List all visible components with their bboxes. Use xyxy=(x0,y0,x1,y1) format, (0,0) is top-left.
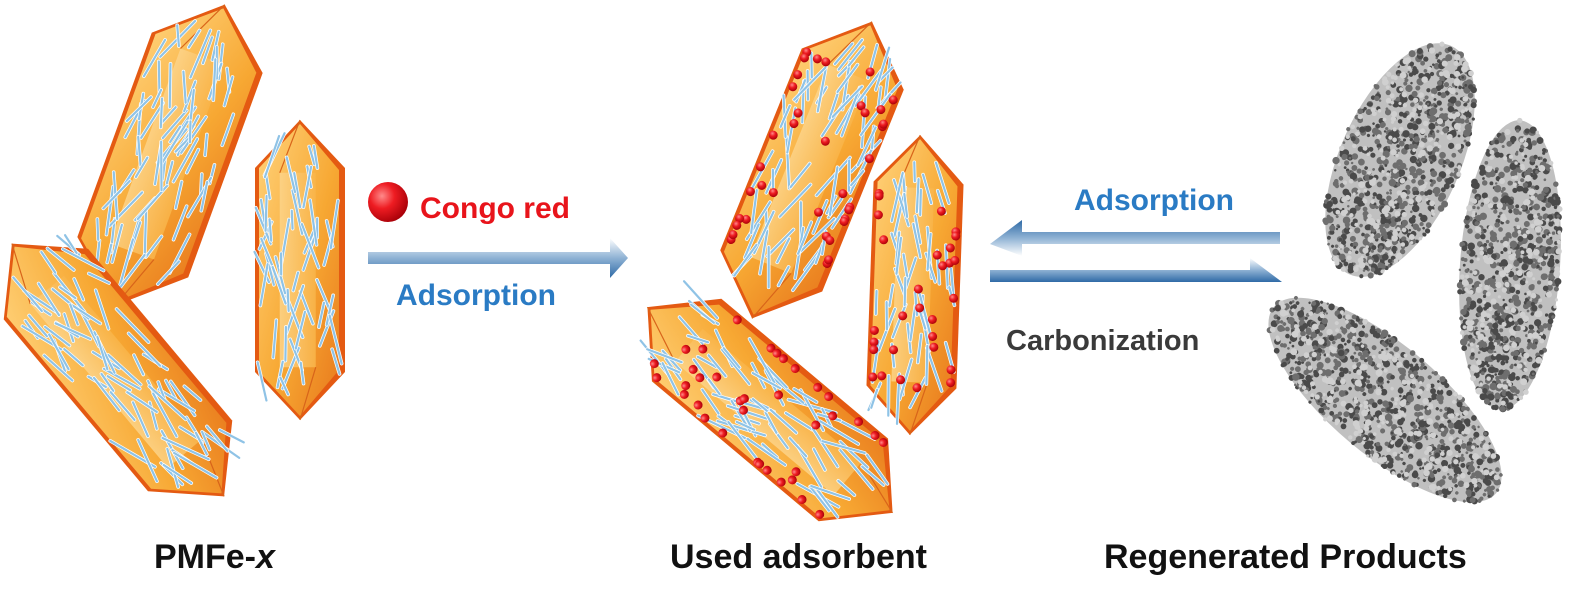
pmfe-caption-variable: x xyxy=(254,538,277,576)
adsorption-label-right: Adsorption xyxy=(1074,184,1234,217)
used-crystal-right xyxy=(866,134,964,436)
regenerated-carbon-group xyxy=(1266,41,1563,505)
adsorption-arrow-left xyxy=(990,220,1280,256)
pmfe-crystal-group xyxy=(3,4,345,497)
carbon-particle-bottom xyxy=(1266,295,1503,505)
adsorption-label-left: Adsorption xyxy=(396,279,556,312)
pmfe-crystal-right xyxy=(252,119,345,421)
congo-red-label: Congo red xyxy=(420,192,570,225)
pmfe-crystal-bottom xyxy=(3,233,246,497)
adsorption-arrow-right xyxy=(368,238,628,278)
regenerated-products-caption: Regenerated Products xyxy=(1104,538,1467,576)
carbon-particle-top xyxy=(1322,41,1477,279)
carbonization-label: Carbonization xyxy=(1006,325,1199,357)
used-crystal-top xyxy=(720,21,904,319)
pmfe-caption-text: PMFe- xyxy=(154,538,256,576)
used-adsorbent-crystal-group xyxy=(638,21,964,522)
pmfe-caption: PMFe-x xyxy=(154,538,277,576)
carbonization-arrow-right xyxy=(990,258,1282,282)
congo-red-dye-icon xyxy=(368,182,408,222)
used-crystal-bottom xyxy=(638,279,894,522)
used-adsorbent-caption: Used adsorbent xyxy=(670,538,927,576)
carbon-particle-right xyxy=(1456,117,1563,413)
